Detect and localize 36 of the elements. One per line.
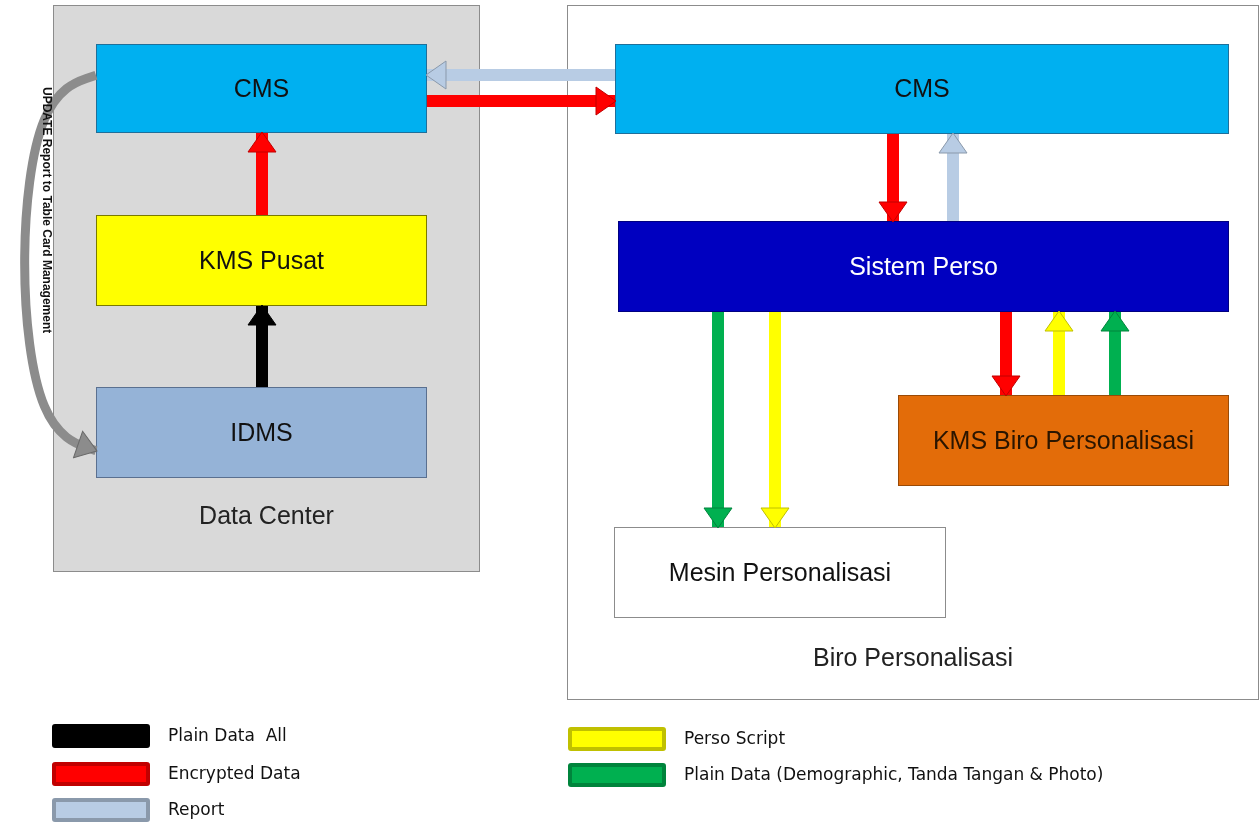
arrow	[1044, 310, 1074, 395]
legend-label: Plain Data (Demographic, Tanda Tangan & Photo)	[684, 764, 1104, 784]
group-title: Biro Personalisasi	[811, 643, 1015, 672]
arrow	[20, 70, 98, 459]
node-label: CMS	[894, 73, 950, 105]
data-center-panel	[53, 5, 480, 572]
node-label: KMS Pusat	[198, 244, 325, 276]
arrow	[760, 312, 790, 529]
process-box	[898, 395, 1229, 486]
process-box	[96, 387, 427, 478]
arrow	[247, 131, 277, 215]
arrow	[425, 60, 615, 90]
process-box	[96, 44, 427, 133]
legend-label: Report	[168, 799, 225, 819]
node-label: KMS Biro Personalisasi	[932, 424, 1195, 456]
legend-label: Encrypted Data	[168, 763, 301, 783]
group-title: Data Center	[198, 501, 335, 530]
legend-label: Plain Data All	[168, 725, 287, 745]
process-box	[614, 527, 946, 618]
edge-label: UPDATE Report to Table Card Management	[40, 87, 54, 334]
biro-panel	[567, 5, 1259, 700]
arrow	[991, 312, 1021, 397]
arrow	[247, 304, 277, 387]
process-box	[96, 215, 427, 306]
node-label: CMS	[233, 72, 290, 104]
arrow	[1100, 310, 1130, 395]
process-box	[615, 44, 1229, 134]
node-label: Mesin Personalisasi	[668, 556, 892, 588]
arrow	[938, 132, 968, 221]
legend-label: Perso Script	[684, 728, 786, 748]
arrow	[427, 86, 617, 116]
process-box	[618, 221, 1229, 312]
arrow	[878, 134, 908, 223]
node-label: IDMS	[230, 416, 293, 448]
arrow	[703, 312, 733, 529]
node-label: Sistem Perso	[849, 250, 998, 282]
